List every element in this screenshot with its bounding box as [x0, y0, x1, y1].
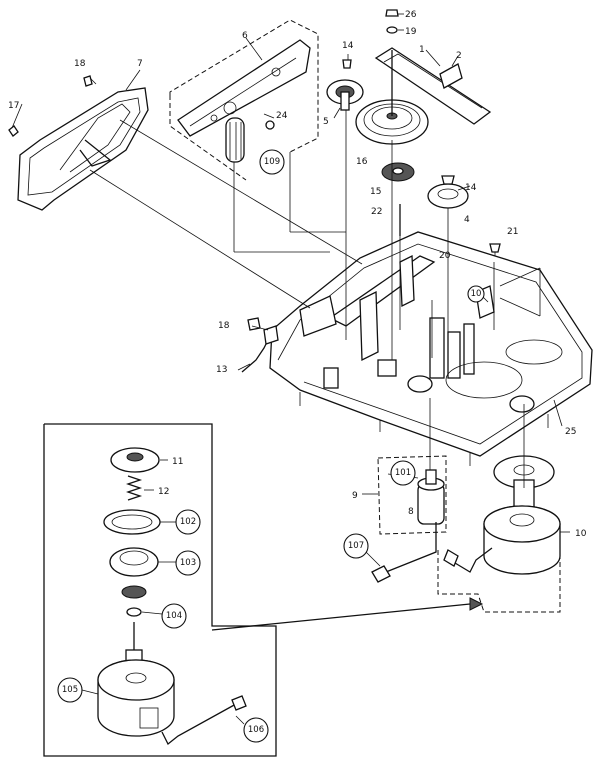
svg-text:103: 103	[180, 558, 196, 568]
screw-14-top	[342, 59, 352, 69]
screw-26	[385, 9, 399, 17]
callout-13: 13	[216, 365, 227, 375]
cap-11	[110, 447, 160, 473]
svg-text:102: 102	[180, 517, 196, 527]
callout-2: 2	[456, 51, 462, 61]
circled-callouts: 109 10 101 107 102 103 104 105	[57, 149, 485, 743]
ring-102	[103, 509, 161, 535]
callout-12: 12	[158, 487, 169, 497]
screw-18-top	[83, 75, 93, 87]
callout-14-right: 14	[465, 183, 477, 193]
callout-8: 8	[408, 507, 414, 517]
callout-15: 15	[370, 187, 381, 197]
leader-lines	[11, 13, 570, 725]
callout-11: 11	[172, 457, 183, 467]
callout-103: 103	[175, 550, 201, 576]
callout-1: 1	[419, 45, 425, 55]
svg-text:10: 10	[471, 289, 482, 299]
callout-10-circled: 10	[467, 285, 485, 303]
part-6-assembly	[169, 19, 319, 181]
callout-labels: 26 19 1 2 14 6 18 7 17 24 5 16 15 14 22 …	[8, 10, 587, 539]
callout-4: 4	[464, 215, 470, 225]
svg-text:104: 104	[166, 611, 182, 621]
callout-6: 6	[242, 31, 248, 41]
cable-106	[161, 695, 247, 746]
callout-5: 5	[323, 117, 329, 127]
callout-24: 24	[276, 111, 288, 121]
svg-text:106: 106	[248, 725, 264, 735]
callout-104: 104	[161, 603, 187, 629]
svg-text:107: 107	[348, 541, 364, 551]
callout-109: 109	[259, 149, 285, 175]
gear-15	[381, 162, 415, 182]
washer-19	[386, 26, 398, 34]
callout-25: 25	[565, 427, 576, 437]
callout-106: 106	[243, 717, 269, 743]
washer-104	[126, 607, 142, 617]
motor-assembly-10	[437, 455, 561, 613]
callout-26: 26	[405, 10, 417, 20]
callout-9: 9	[352, 491, 358, 501]
callout-20: 20	[439, 251, 451, 261]
part-1-slider	[374, 47, 492, 125]
callout-7: 7	[137, 59, 143, 69]
callout-16: 16	[356, 157, 368, 167]
callout-19: 19	[405, 27, 417, 37]
callout-10: 10	[575, 529, 587, 539]
part-7-bracket	[17, 87, 149, 211]
svg-text:109: 109	[264, 157, 280, 167]
callout-18-top: 18	[74, 59, 86, 69]
gear-4-reel	[427, 175, 469, 209]
svg-text:101: 101	[395, 468, 411, 478]
svg-text:105: 105	[62, 685, 78, 695]
main-chassis	[269, 231, 593, 466]
callout-21: 21	[507, 227, 518, 237]
callout-101: 101	[390, 460, 416, 486]
screw-18-left	[247, 317, 261, 331]
motor-105	[97, 622, 175, 737]
gear-5	[326, 79, 364, 111]
lever-13	[241, 325, 279, 373]
callout-14-top: 14	[342, 41, 354, 51]
inset-frame	[43, 423, 277, 757]
callout-107: 107	[343, 533, 369, 559]
screw-17	[8, 125, 19, 137]
motor-assembly-9	[371, 455, 447, 583]
rotor-103	[109, 547, 159, 599]
spring-12	[125, 475, 143, 501]
callout-105: 105	[57, 677, 83, 703]
callout-102: 102	[175, 509, 201, 535]
callout-22: 22	[371, 207, 382, 217]
callout-17: 17	[8, 101, 19, 111]
callout-18-left: 18	[218, 321, 230, 331]
